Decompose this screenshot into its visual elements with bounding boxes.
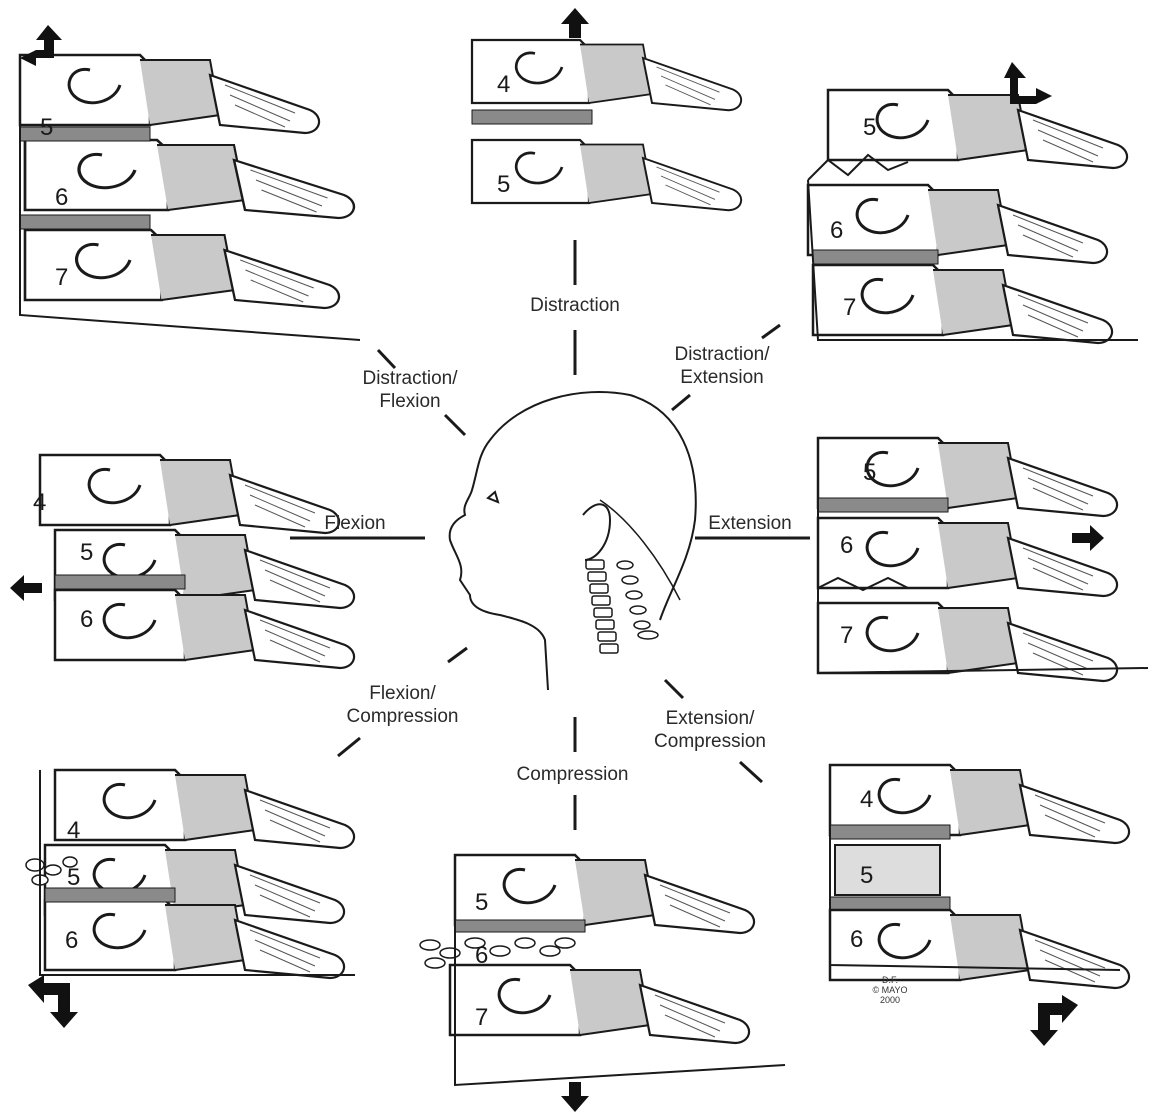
vertebra-number: 6 [475, 942, 488, 969]
vertebra-number: 5 [863, 459, 876, 486]
vertebra-number: 6 [850, 926, 863, 953]
label-extension-compression: Extension/ Compression [635, 707, 785, 753]
arrow-turn-down-left-icon [28, 975, 78, 1028]
arrow-right-icon [1072, 525, 1104, 551]
arrow-down-icon [561, 1082, 589, 1112]
label-flexion-compression: Flexion/ Compression [330, 682, 475, 728]
label-line: Distraction/ [652, 343, 792, 366]
vertebra-number: 4 [33, 489, 46, 516]
credit-line: © MAYO [865, 985, 915, 995]
panel-extension-compression: 4 5 6 [830, 765, 1129, 988]
panel-extension: 5 6 7 [818, 438, 1148, 681]
head-profile [450, 392, 696, 690]
label-distraction-extension: Distraction/ Extension [652, 343, 792, 389]
vertebra-number: 7 [475, 1004, 488, 1031]
panel-compression: 5 6 7 [420, 855, 785, 1085]
label-line: Extension [652, 366, 792, 389]
vertebra-number: 5 [40, 114, 53, 141]
label-line: Flexion/ [330, 682, 475, 705]
credit-line: D.F. [865, 975, 915, 985]
panel-distraction-extension: 5 6 7 [808, 90, 1138, 343]
label-flexion: Flexion [300, 512, 410, 535]
vertebra-number: 5 [475, 889, 488, 916]
arrow-turn-down-right-icon [1030, 995, 1078, 1046]
arrow-up-icon [561, 8, 589, 38]
label-line: Distraction/ [340, 367, 480, 390]
arrow-left-icon [10, 575, 42, 601]
vertebra-number: 7 [843, 294, 856, 321]
label-extension: Extension [690, 512, 810, 535]
vertebra-number: 4 [497, 71, 510, 98]
vertebra-number: 5 [497, 171, 510, 198]
vertebra-number: 6 [830, 217, 843, 244]
cervical-spine-sketch [586, 560, 658, 653]
panel-distraction-flexion: 5 6 7 [20, 55, 360, 340]
label-line: Compression [330, 705, 475, 728]
vertebra-number: 6 [65, 927, 78, 954]
vertebra-number: 5 [80, 539, 93, 566]
label-compression: Compression [495, 763, 650, 786]
vertebra-number: 4 [860, 786, 873, 813]
vertebra-number: 6 [55, 184, 68, 211]
arrow-turn-up-right-icon [1004, 62, 1052, 104]
label-line: Compression [635, 730, 785, 753]
vertebra-number: 4 [67, 817, 80, 844]
vertebra-number: 6 [80, 606, 93, 633]
label-line: Extension/ [635, 707, 785, 730]
vertebra-number: 5 [67, 864, 80, 891]
label-line: Flexion [340, 390, 480, 413]
panel-flexion-compression: 4 5 6 [26, 770, 355, 978]
label-distraction: Distraction [500, 294, 650, 317]
label-distraction-flexion: Distraction/ Flexion [340, 367, 480, 413]
copyright-credit: D.F. © MAYO 2000 [865, 975, 915, 1005]
vertebra-number: 7 [55, 264, 68, 291]
vertebra-number: 7 [840, 622, 853, 649]
vertebra-number: 5 [863, 114, 876, 141]
panel-flexion: 4 5 6 [33, 455, 354, 668]
vertebra-number: 6 [840, 532, 853, 559]
credit-line: 2000 [865, 995, 915, 1005]
vertebra-number: 5 [860, 862, 873, 889]
panel-distraction: 4 5 [472, 40, 741, 210]
